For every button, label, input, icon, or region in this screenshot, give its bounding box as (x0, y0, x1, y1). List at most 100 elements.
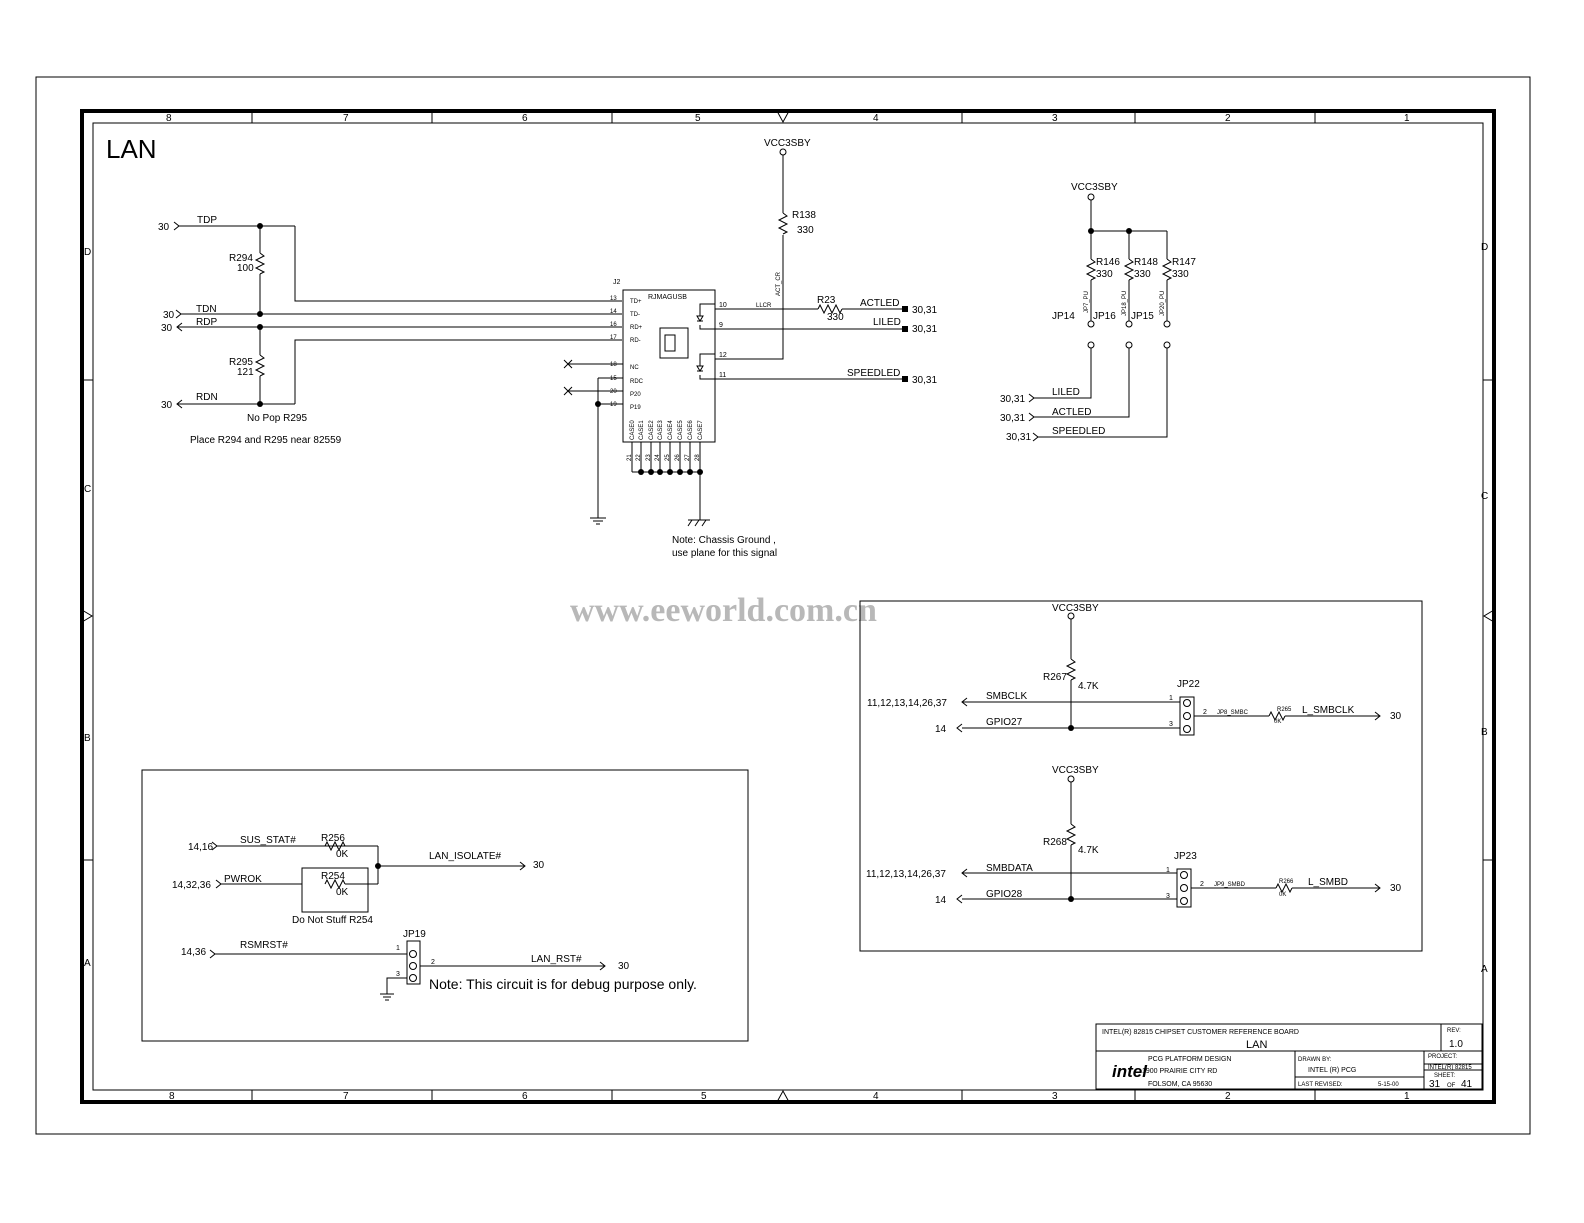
j2-case-pins: CASE021CASE122CASE223CASE324CASE425CASE5… (627, 420, 704, 461)
l-smbclk-net-label: L_SMBCLK (1302, 705, 1355, 716)
row-label-b-right: B (1481, 727, 1488, 738)
j2-refdes: J2 (613, 279, 621, 286)
liled-net-label: LILED (873, 317, 901, 328)
col-label-7: 7 (343, 113, 349, 124)
outer-page-border (35, 76, 1531, 1135)
rsmrst-sheet-ref: 14,36 (181, 947, 206, 958)
col-label-1-bottom: 1 (1404, 1091, 1410, 1102)
j2-pin-19-name: P19 (630, 405, 641, 411)
jp23-label: JP23 (1174, 851, 1197, 862)
col-label-5: 5 (695, 113, 701, 124)
liled-sheet-ref: 30,31 (912, 324, 937, 335)
rdn-sheet-ref: 30 (161, 400, 173, 411)
jp23-pin-1: 1 (1166, 867, 1170, 874)
actled-net-label: ACTLED (860, 298, 899, 309)
lan-rst-net-label: LAN_RST# (531, 954, 582, 965)
j2-connector (563, 289, 716, 527)
r254-value: 0K (336, 887, 349, 898)
jp19-pin-2: 2 (431, 959, 435, 966)
r267-value: 4.7K (1078, 681, 1099, 692)
smbus-top-circuit (956, 612, 1381, 736)
r146-value: 330 (1096, 269, 1113, 280)
speedled-net-label: SPEEDLED (847, 368, 900, 379)
sheet-label: SHEET: (1434, 1073, 1455, 1079)
liled-jumper-ref: 30,31 (1000, 394, 1025, 405)
pwrok-sheet-ref: 14,32,36 (172, 880, 211, 891)
rdn-net-label: RDN (196, 392, 218, 403)
jp23-pin-3: 3 (1166, 893, 1170, 900)
jp23-pin-2: 2 (1200, 881, 1204, 888)
vcc3sby-label-smbdata: VCC3SBY (1052, 765, 1099, 776)
j2-case-5-name: CASE5 (678, 420, 684, 440)
jp22-pin-2: 2 (1203, 709, 1207, 716)
r254-ref: R254 (321, 871, 345, 882)
inner-frame (92, 122, 1484, 1091)
r294-ref: R294 (229, 253, 253, 264)
j2-case-1-name: CASE1 (639, 420, 645, 440)
j2-case-7-name: CASE7 (698, 420, 704, 440)
row-label-c: C (84, 484, 91, 495)
jp8-smbc-net: JP8_SMBC (1217, 710, 1249, 716)
intel-logo: intel (1112, 1062, 1148, 1081)
tdn-net-label: TDN (196, 304, 217, 315)
rev-label: REV: (1447, 1028, 1461, 1034)
j2-pin-18-number: 18 (610, 362, 617, 368)
smbclk-sheet-ref: 11,12,13,14,26,37 (867, 698, 947, 709)
r23-ref: R23 (817, 295, 836, 306)
r266-value: 0K (1279, 892, 1286, 898)
lan-rst-sheet-ref: 30 (618, 961, 630, 972)
rsmrst-net-label: RSMRST# (240, 940, 288, 951)
r147-ref: R147 (1172, 257, 1196, 268)
smbclk-net-label: SMBCLK (986, 691, 1027, 702)
j2-case-4-name: CASE4 (668, 420, 674, 440)
gpio27-net-label: GPIO27 (986, 717, 1023, 728)
col-label-7-bottom: 7 (343, 1091, 349, 1102)
row-label-c-right: C (1481, 491, 1488, 502)
rdp-net-label: RDP (196, 317, 217, 328)
vcc3sby-label-led: VCC3SBY (1071, 182, 1118, 193)
j2-pin-9: 9 (719, 322, 723, 329)
actled-jumper-ref: 30,31 (1000, 413, 1025, 424)
col-label-6: 6 (522, 113, 528, 124)
debug-circuit (209, 840, 606, 1001)
j2-pin-16-name: RD+ (630, 325, 643, 331)
company-line-1: PCG PLATFORM DESIGN (1148, 1056, 1232, 1063)
speedled-jumper-ref: 30,31 (1006, 432, 1031, 443)
col-label-8: 8 (166, 113, 172, 124)
jp20-pu-net: JP20_PU (1160, 291, 1166, 316)
debug-note: Note: This circuit is for debug purpose … (429, 976, 697, 992)
col-label-5-bottom: 5 (701, 1091, 707, 1102)
r265-value: 0K (1274, 719, 1281, 725)
j2-case-pin-24: 24 (655, 454, 661, 461)
j2-pin-13-number: 13 (610, 296, 617, 302)
do-not-stuff-note: Do Not Stuff R254 (292, 915, 373, 926)
vcc3sby-label-smbclk: VCC3SBY (1052, 603, 1099, 614)
company-line-2: 1900 PRAIRIE CITY RD (1142, 1068, 1217, 1075)
r23-value: 330 (827, 312, 844, 323)
r148-ref: R148 (1134, 257, 1158, 268)
col-label-4: 4 (873, 113, 879, 124)
r267-ref: R267 (1043, 672, 1067, 683)
title-block (1095, 1023, 1483, 1090)
r265-ref: R265 (1277, 707, 1292, 713)
vcc3sby-label-j2: VCC3SBY (764, 138, 811, 149)
jp19-pin-3: 3 (396, 971, 400, 978)
liled-jumper-net: LILED (1052, 387, 1080, 398)
actled-jumper-net: ACTLED (1052, 407, 1091, 418)
sheet-frame (80, 109, 1496, 1104)
col-label-2: 2 (1225, 113, 1231, 124)
r295-value: 121 (237, 367, 254, 378)
project-value: INTEL(R) 82815 (1428, 1065, 1472, 1071)
j2-pin-14-name: TD- (630, 312, 640, 318)
speedled-jumper-net: SPEEDLED (1052, 426, 1105, 437)
j2-case-6-name: CASE6 (688, 420, 694, 440)
j2-case-pin-22: 22 (636, 454, 642, 461)
sus-stat-net-label: SUS_STAT# (240, 835, 296, 846)
sheet-of-label: OF (1447, 1083, 1456, 1089)
jp22-pin-1: 1 (1169, 695, 1173, 702)
col-label-4-bottom: 4 (873, 1091, 879, 1102)
r266-ref: R266 (1279, 879, 1294, 885)
lan-isolate-sheet-ref: 30 (533, 860, 545, 871)
